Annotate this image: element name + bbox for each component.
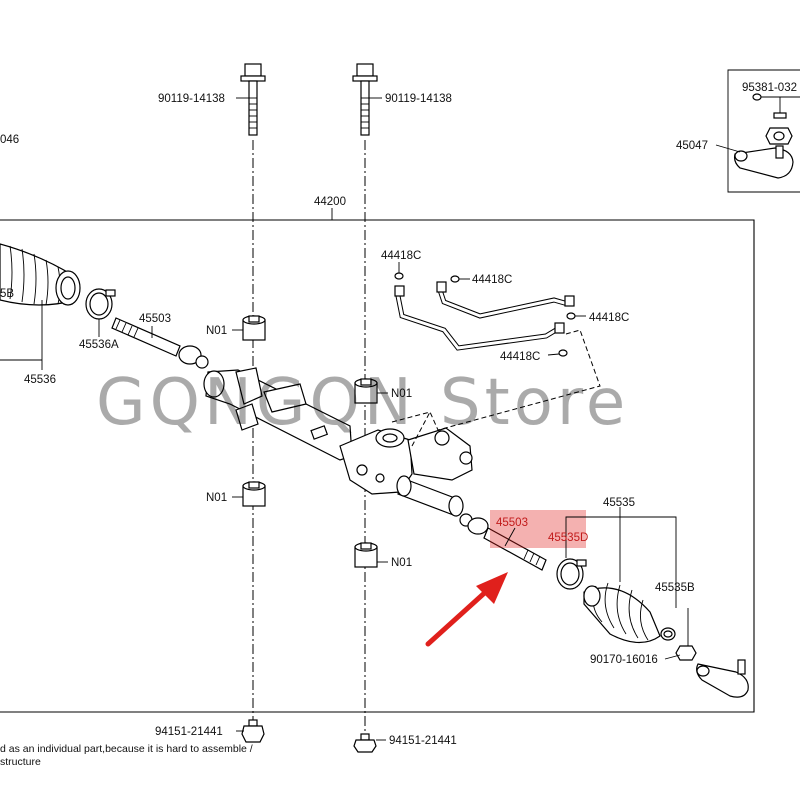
label-hose-oring-4: 44418C xyxy=(500,351,540,363)
label-inset-tie-rod-end: 45047 xyxy=(676,140,708,152)
label-bolt-top-left: 90119-14138 xyxy=(158,93,225,105)
leader xyxy=(664,654,681,660)
label-bushing-lower-left: N01 xyxy=(206,492,227,504)
label-bolt-bottom-left: 94151-21441 xyxy=(155,726,223,738)
leader xyxy=(547,353,560,356)
boot-right-icon xyxy=(583,582,661,644)
label-partial-5b: 5B xyxy=(0,288,14,300)
label-bushing-upper-right: N01 xyxy=(391,388,412,400)
leader xyxy=(504,527,516,547)
note-line-1: d as an individual part,because it is ha… xyxy=(0,743,253,755)
boot-clamp-right-icon xyxy=(556,558,587,590)
bolt-bottom-left-icon xyxy=(241,719,265,743)
label-boot-kit: 45535 xyxy=(603,497,635,509)
label-bolt-top-right: 90119-14138 xyxy=(385,93,452,105)
tie-rod-right-icon xyxy=(459,513,547,571)
o-ring-icon xyxy=(394,272,576,357)
lock-nut-icon xyxy=(675,645,697,661)
label-lock-nut: 90170-16016 xyxy=(590,654,658,666)
label-boot-clamp-left: 45536A xyxy=(79,339,119,351)
label-bushing-lower-right: N01 xyxy=(391,557,412,569)
label-boot-clamp-right: 45535D xyxy=(548,532,588,544)
hose-group-outline xyxy=(391,329,601,431)
leader xyxy=(715,144,741,153)
bolt-bottom-right-icon xyxy=(353,733,377,753)
label-hose-oring-2: 44418C xyxy=(472,274,512,286)
label-hose-oring-3: 44418C xyxy=(589,312,629,324)
tie-rod-left-icon xyxy=(111,317,209,369)
tie-rod-end-right-icon xyxy=(696,659,749,698)
label-inset-clip: 95381-032 xyxy=(742,82,797,94)
leader xyxy=(0,300,43,370)
label-boot-clip-right: 45535B xyxy=(655,582,695,594)
watermark: GQNGQN Store xyxy=(96,366,629,440)
pointer-arrow xyxy=(425,572,508,647)
label-partial-046: 046 xyxy=(0,134,19,146)
castle-nut-icon xyxy=(765,127,793,145)
label-bolt-bottom-right: 94151-21441 xyxy=(389,735,457,747)
inset-frame xyxy=(727,69,800,193)
note-line-2: structure xyxy=(0,756,41,768)
boot-clamp-left-icon xyxy=(85,288,116,320)
label-bushing-upper-left: N01 xyxy=(206,325,227,337)
label-tie-rod-right: 45503 xyxy=(496,517,528,529)
bracket xyxy=(565,516,677,585)
boot-left-icon xyxy=(0,243,81,306)
label-assembly: 44200 xyxy=(314,196,346,208)
hose-group-outline-2 xyxy=(411,411,431,447)
bolt-top-left-icon xyxy=(240,63,266,136)
bushing-upper-left-icon xyxy=(242,315,266,341)
bushing-upper-right-icon xyxy=(354,378,378,404)
part-highlight xyxy=(490,510,586,548)
label-hose-oring-1: 44418C xyxy=(381,250,421,262)
bolt-top-right-icon xyxy=(352,63,378,136)
inset-tie-rod-end-icon xyxy=(733,145,794,179)
label-boot-left: 45536 xyxy=(24,374,56,386)
assembly-frame xyxy=(0,219,755,713)
label-tie-rod-left: 45503 xyxy=(139,313,171,325)
clip-icon xyxy=(752,93,800,119)
bushing-lower-right-icon xyxy=(354,542,378,568)
boot-clip-right-icon xyxy=(660,627,676,641)
pressure-tube-icon xyxy=(394,281,575,351)
bushing-lower-left-icon xyxy=(242,481,266,507)
